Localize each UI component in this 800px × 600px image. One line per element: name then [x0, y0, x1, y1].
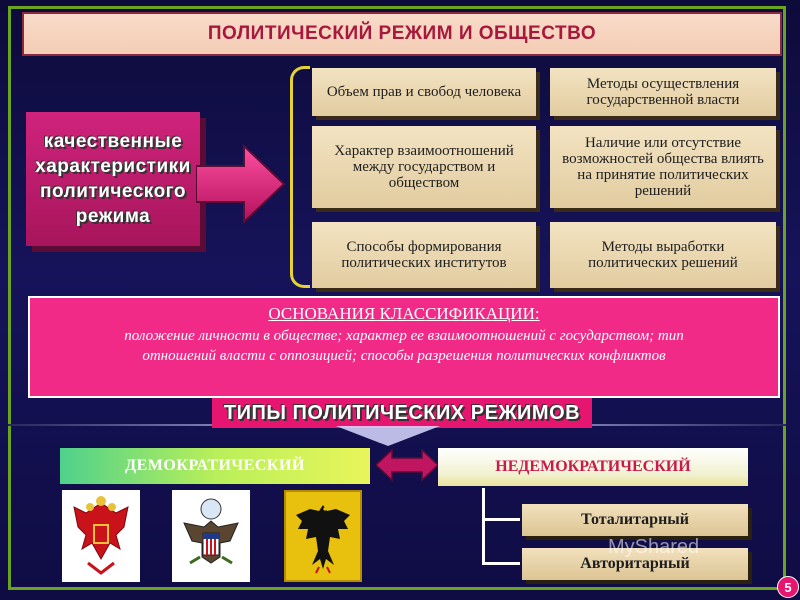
- bracket-icon: [290, 66, 310, 288]
- page-title-text: ПОЛИТИЧЕСКИЙ РЕЖИМ И ОБЩЕСТВО: [207, 23, 597, 44]
- characteristic-card: Способы формирования политических инстит…: [312, 222, 536, 288]
- usa-great-seal-icon: [172, 490, 250, 582]
- classification-heading-text: ОСНОВАНИЯ КЛАССИФИКАЦИИ: [268, 304, 535, 323]
- page-title: ПОЛИТИЧЕСКИЙ РЕЖИМ И ОБЩЕСТВО: [22, 12, 782, 56]
- types-title: ТИПЫ ПОЛИТИЧЕСКИХ РЕЖИМОВ: [212, 398, 592, 428]
- classification-heading: ОСНОВАНИЯ КЛАССИФИКАЦИИ:: [30, 304, 778, 324]
- authoritarian-label: Авторитарный: [580, 555, 690, 572]
- classification-heading-suffix: :: [534, 304, 540, 323]
- totalitarian-box: Тоталитарный: [522, 504, 748, 536]
- characteristic-text: Методы осуществления государственной вла…: [586, 76, 740, 108]
- tree-connector: [482, 488, 485, 564]
- characteristic-card: Методы осуществления государственной вла…: [550, 68, 776, 116]
- qual-line: политического: [40, 181, 186, 202]
- page-number-badge: 5: [777, 576, 799, 598]
- democratic-label: ДЕМОКРАТИЧЕСКИЙ: [125, 457, 305, 474]
- tree-connector: [482, 562, 520, 565]
- authoritarian-box: Авторитарный: [522, 548, 748, 580]
- down-arrow-icon: [336, 426, 440, 446]
- types-title-text: ТИПЫ ПОЛИТИЧЕСКИХ РЕЖИМОВ: [223, 401, 581, 424]
- democratic-regime-box: ДЕМОКРАТИЧЕСКИЙ: [60, 448, 370, 484]
- qualitative-characteristics-box: качественные характеристики политическог…: [26, 112, 200, 246]
- right-arrow-icon: [196, 144, 286, 224]
- qual-line: режима: [75, 206, 151, 227]
- characteristic-text: Способы формирования политических инстит…: [341, 239, 507, 271]
- characteristic-text: Наличие или отсутствие возможностей обще…: [562, 135, 764, 199]
- qual-line: качественные: [43, 131, 183, 152]
- characteristic-text: Объем прав и свобод человека: [326, 84, 522, 100]
- classification-text: положение личности в обществе; характер …: [124, 328, 684, 364]
- totalitarian-label: Тоталитарный: [580, 511, 689, 528]
- qual-line: характеристики: [35, 156, 191, 177]
- characteristic-card: Методы выработки политических решений: [550, 222, 776, 288]
- characteristic-text: Методы выработки политических решений: [588, 239, 738, 271]
- germany-eagle-icon: [284, 490, 362, 582]
- characteristic-text: Характер взаимоотношений между государст…: [334, 143, 514, 191]
- outer-frame: [8, 6, 786, 590]
- double-arrow-icon: [376, 448, 438, 482]
- classification-box: ОСНОВАНИЯ КЛАССИФИКАЦИИ: положение лично…: [28, 296, 780, 398]
- characteristic-card: Характер взаимоотношений между государст…: [312, 126, 536, 208]
- non-democratic-regime-box: НЕДЕМОКРАТИЧЕСКИЙ: [438, 448, 748, 486]
- characteristic-card: Объем прав и свобод человека: [312, 68, 536, 116]
- characteristic-card: Наличие или отсутствие возможностей обще…: [550, 126, 776, 208]
- russia-coat-of-arms-icon: [62, 490, 140, 582]
- watermark: MyShared: [608, 536, 700, 558]
- tree-connector: [482, 518, 520, 521]
- non-democratic-label: НЕДЕМОКРАТИЧЕСКИЙ: [495, 458, 691, 475]
